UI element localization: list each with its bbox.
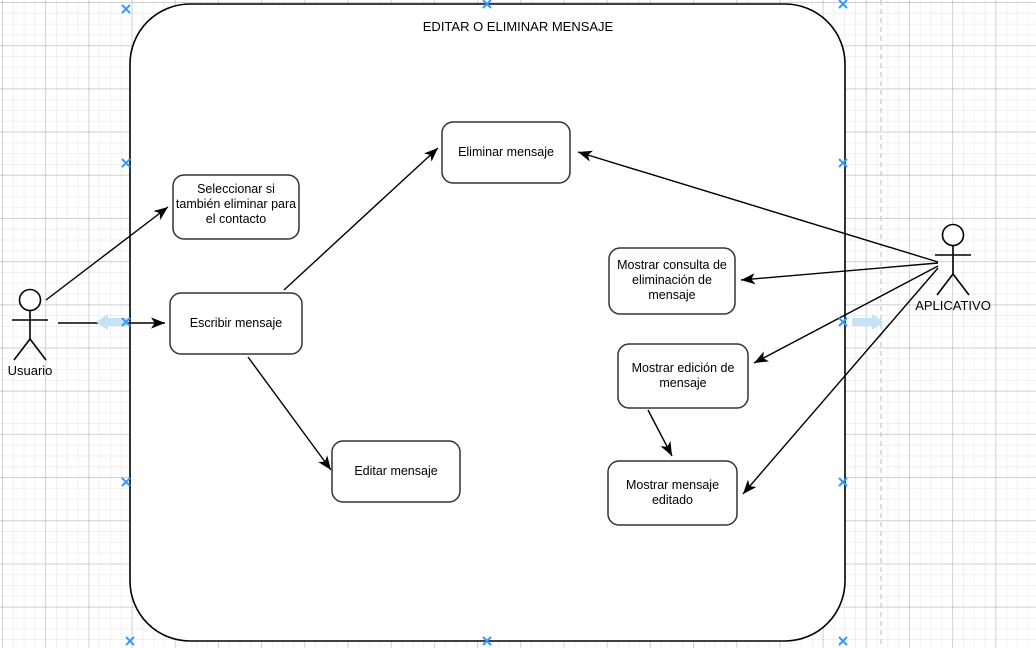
use-case-seleccionar-eliminar-contacto[interactable] <box>172 174 300 240</box>
use-case-mostrar-consulta-eliminacion[interactable] <box>608 247 736 315</box>
marker-left-lower-marker[interactable] <box>121 477 131 487</box>
connection-usuario-to-seleccionar[interactable] <box>45 206 169 301</box>
connection-escribir-to-editar[interactable] <box>247 356 332 471</box>
marker-top-center-marker[interactable] <box>482 0 492 9</box>
use-case-mostrar-mensaje-editado[interactable] <box>607 460 738 526</box>
marker-stroke <box>121 158 131 168</box>
hint-arrow-left[interactable] <box>96 314 128 330</box>
marker-stroke <box>838 0 848 9</box>
actor-usuario-leg-right <box>29 338 47 361</box>
actor-label-aplicativo: APLICATIVO <box>915 298 991 313</box>
actor-usuario[interactable] <box>12 288 48 361</box>
hint-arrow-right[interactable] <box>852 314 884 330</box>
marker-stroke <box>125 636 135 646</box>
marker-stroke <box>838 636 848 646</box>
connection-aplicativo-to-edicion[interactable] <box>753 265 939 364</box>
actor-aplicativo[interactable] <box>935 223 971 296</box>
marker-bottom-right-marker[interactable] <box>838 636 848 646</box>
marker-bottom-left-marker[interactable] <box>125 636 135 646</box>
marker-stroke <box>838 317 848 327</box>
use-case-escribir-mensaje[interactable] <box>169 292 303 355</box>
actor-label-usuario: Usuario <box>7 363 53 378</box>
connection-edicion-to-editado[interactable] <box>647 409 673 457</box>
marker-right-center-marker[interactable] <box>838 317 848 327</box>
hint-arrow-right-glyph <box>852 314 884 330</box>
connection-aplicativo-to-consulta[interactable] <box>740 262 939 285</box>
connection-aplicativo-to-eliminar[interactable] <box>577 150 939 263</box>
marker-stroke <box>838 158 848 168</box>
use-case-editar-mensaje[interactable] <box>331 440 461 503</box>
selection-markers[interactable] <box>121 0 848 646</box>
marker-stroke <box>482 636 492 646</box>
actor-aplicativo-leg-left <box>936 273 954 296</box>
hint-arrow-left-glyph <box>96 314 128 330</box>
marker-stroke <box>121 477 131 487</box>
use-case-eliminar-mensaje[interactable] <box>441 121 571 184</box>
marker-right-lower-marker[interactable] <box>838 477 848 487</box>
actor-aplicativo-leg-right <box>952 273 970 296</box>
marker-top-right-marker[interactable] <box>838 0 848 9</box>
marker-left-mid-marker[interactable] <box>121 158 131 168</box>
marker-top-left-marker[interactable] <box>121 4 131 14</box>
connection-aplicativo-to-editado[interactable] <box>742 267 939 495</box>
marker-stroke <box>121 317 131 327</box>
actor-usuario-head <box>18 288 42 312</box>
diagram-title: EDITAR O ELIMINAR MENSAJE <box>422 19 614 34</box>
marker-stroke <box>838 477 848 487</box>
marker-bottom-center-marker[interactable] <box>482 636 492 646</box>
use-case-mostrar-edicion-mensaje[interactable] <box>617 343 749 409</box>
connection-escribir-to-eliminar[interactable] <box>283 147 439 291</box>
marker-stroke <box>482 0 492 9</box>
actor-aplicativo-head <box>941 223 965 247</box>
marker-right-mid-marker[interactable] <box>838 158 848 168</box>
actor-usuario-leg-left <box>13 338 31 361</box>
marker-stroke <box>121 4 131 14</box>
marker-left-center-marker[interactable] <box>121 317 131 327</box>
